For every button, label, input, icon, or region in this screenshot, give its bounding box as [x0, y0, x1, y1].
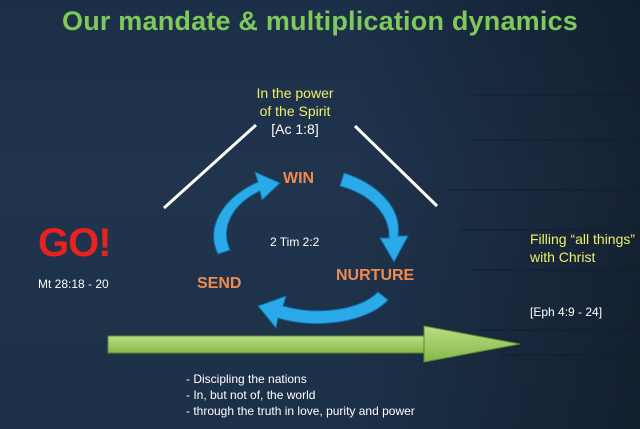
bullet-list: - Discipling the nations - In, but not o… [186, 371, 415, 419]
cycle-arrows [213, 171, 409, 330]
bullet-item: - through the truth in love, purity and … [186, 404, 415, 418]
bullet-item: - In, but not of, the world [186, 388, 316, 402]
spirit-line-left [162, 123, 258, 210]
cycle-win-label: WIN [283, 170, 315, 187]
spirit-line1: In the power [256, 85, 334, 101]
spirit-label: In the power of the Spirit [Ac 1:8] [235, 84, 355, 138]
spirit-ref: [Ac 1:8] [271, 121, 319, 137]
arrow-nurture-to-send [257, 291, 389, 330]
filling-text: Filling “all things” with Christ [530, 231, 636, 265]
go-label: GO! [38, 221, 112, 265]
background-stripes [450, 94, 640, 356]
progress-arrow [107, 325, 521, 363]
go-ref: Mt 28:18 - 20 [38, 277, 109, 291]
slide-title: Our mandate & multiplication dynamics [62, 6, 578, 36]
spirit-line-right [353, 124, 439, 208]
filling-ref: [Eph 4:9 - 24] [530, 305, 603, 319]
spirit-line2: of the Spirit [259, 103, 331, 119]
bullet-item: - Discipling the nations [186, 372, 307, 386]
cycle-center-ref: 2 Tim 2:2 [270, 235, 320, 249]
arrow-send-to-win [213, 171, 281, 255]
cycle-nurture-label: NURTURE [336, 267, 415, 284]
cycle-send-label: SEND [197, 275, 242, 292]
arrow-win-to-nurture [339, 172, 409, 264]
